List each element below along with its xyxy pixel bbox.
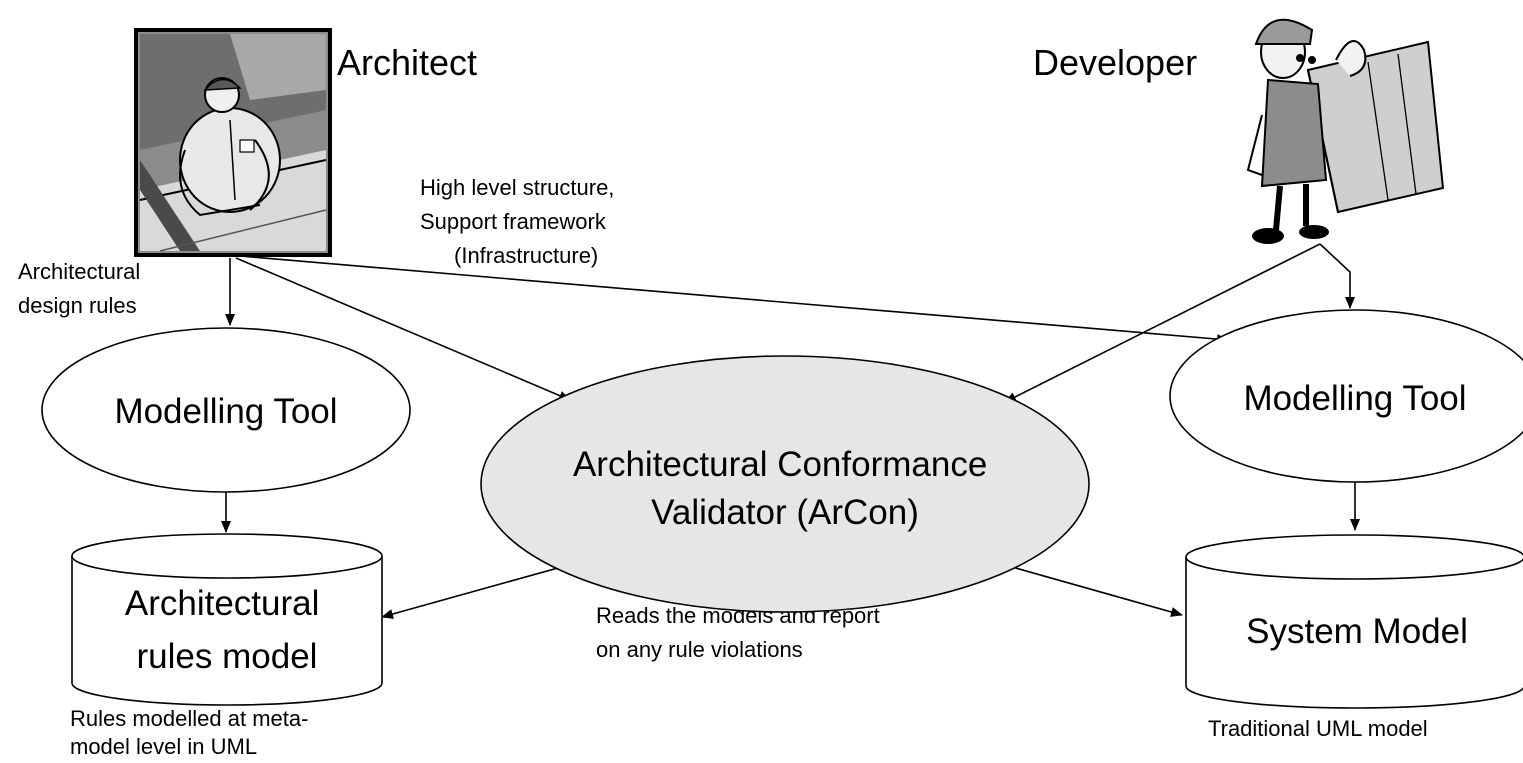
system-model-label: System Model: [1246, 612, 1468, 651]
high-level-structure-note: High level structure, Support framework …: [420, 175, 621, 268]
validator-label: Architectural Conformance Validator (ArC…: [573, 445, 997, 532]
architectural-design-rules-note: Architectural design rules: [18, 259, 146, 318]
architect-drafting-icon: [134, 28, 332, 257]
traditional-uml-note: Traditional UML model: [1208, 716, 1428, 741]
left-modelling-tool-label: Modelling Tool: [114, 392, 337, 431]
rules-model-datastore: Architectural rules model: [71, 533, 383, 706]
rules-meta-level-note: Rules modelled at meta- model level in U…: [70, 706, 315, 759]
developer-reading-plans-icon: [1246, 18, 1445, 244]
arrow-validator-to-system-model: [1004, 564, 1183, 617]
arrow-architect-to-right-tool: [239, 255, 1229, 345]
arrow-architect-to-validator: [235, 257, 571, 401]
connectors: [221, 243, 1360, 619]
right-modelling-tool-node: Modelling Tool: [1169, 309, 1523, 483]
validator-node: Architectural Conformance Validator (ArC…: [480, 355, 1090, 613]
right-modelling-tool-label: Modelling Tool: [1243, 379, 1466, 418]
arrow-developer-to-right-tool: [1319, 243, 1355, 309]
left-modelling-tool-node: Modelling Tool: [41, 327, 411, 493]
architect-label: Architect: [337, 42, 477, 83]
rules-model-label: Architectural rules model: [125, 584, 329, 676]
arrow-developer-to-validator: [1004, 243, 1321, 403]
arrow-validator-to-rules-model: [381, 565, 566, 619]
developer-label: Developer: [1033, 42, 1197, 83]
system-model-datastore: System Model: [1185, 534, 1523, 709]
reads-models-note: Reads the models and report on any rule …: [596, 603, 886, 662]
